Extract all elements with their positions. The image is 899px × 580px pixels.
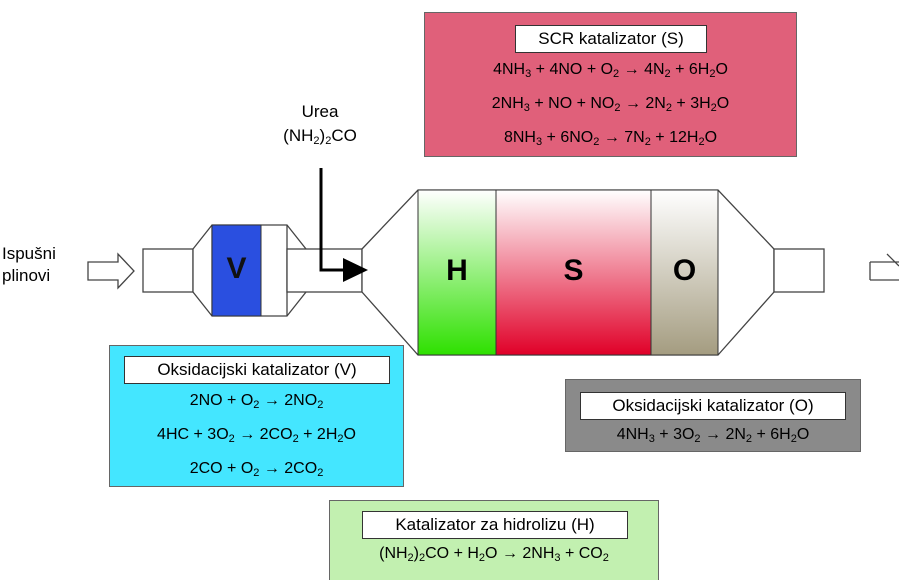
inlet-arrow — [87, 252, 135, 290]
oxidation-catalyst-o-box: Oksidacijski katalizator (O) 4NH3 + 3O2 … — [565, 379, 861, 452]
scr-equation-1: 4NH3 + 4NO + O2 → 4N2 + 6H2O — [493, 61, 728, 80]
s-segment-label: S — [563, 254, 584, 287]
scr-catalyst-title: SCR katalizator (S) — [515, 25, 707, 53]
inlet-pipe — [142, 248, 194, 293]
outlet-arrow — [869, 253, 899, 281]
hydrolysis-equation-1: (NH2)2CO + H2O → 2NH3 + CO2 — [379, 545, 609, 564]
inlet-label: Ispušni plinovi — [2, 243, 82, 287]
oxidation-v-equation-3: 2CO + O2 → 2CO2 — [189, 460, 324, 479]
urea-injection-line — [319, 168, 346, 272]
oxidation-v-equation-2: 4HC + 3O2 → 2CO2 + 2H2O — [157, 426, 356, 445]
oxidation-catalyst-v-title: Oksidacijski katalizator (V) — [124, 356, 390, 384]
inlet-label-line1: Ispušni — [2, 244, 56, 263]
h-segment — [417, 189, 497, 356]
oxidation-v-equation-1: 2NO + O2 → 2NO2 — [189, 392, 324, 411]
o-segment-label: O — [672, 254, 697, 287]
urea-label: Urea (NH2)2CO — [270, 100, 370, 148]
inlet-label-line2: plinovi — [2, 266, 51, 285]
oxidation-o-equation-1: 4NH3 + 3O2 → 2N2 + 6H2O — [616, 426, 810, 445]
o-segment — [650, 189, 719, 356]
urea-injection-arrowhead — [343, 258, 368, 282]
hydrolysis-catalyst-title: Katalizator za hidrolizu (H) — [362, 511, 628, 539]
oxidation-catalyst-o-title: Oksidacijski katalizator (O) — [580, 392, 846, 420]
s-segment — [495, 189, 652, 356]
outlet-pipe — [773, 248, 825, 293]
v-segment — [211, 224, 262, 317]
scr-catalyst-box: SCR katalizator (S) 4NH3 + 4NO + O2 → 4N… — [424, 12, 797, 157]
h-segment-label: H — [446, 254, 468, 287]
scr-equation-3: 8NH3 + 6NO2 → 7N2 + 12H2O — [503, 129, 718, 148]
v-segment-label: V — [226, 252, 247, 285]
urea-label-line1: Urea — [301, 102, 339, 121]
urea-label-formula: (NH2)2CO — [283, 126, 357, 147]
hydrolysis-catalyst-box: Katalizator za hidrolizu (H) (NH2)2CO + … — [329, 500, 659, 580]
oxidation-catalyst-v-box: Oksidacijski katalizator (V) 2NO + O2 → … — [109, 345, 404, 487]
exhaust-system-diagram — [87, 168, 899, 356]
scr-equation-2: 2NH3 + NO + NO2 → 2N2 + 3H2O — [491, 95, 730, 114]
